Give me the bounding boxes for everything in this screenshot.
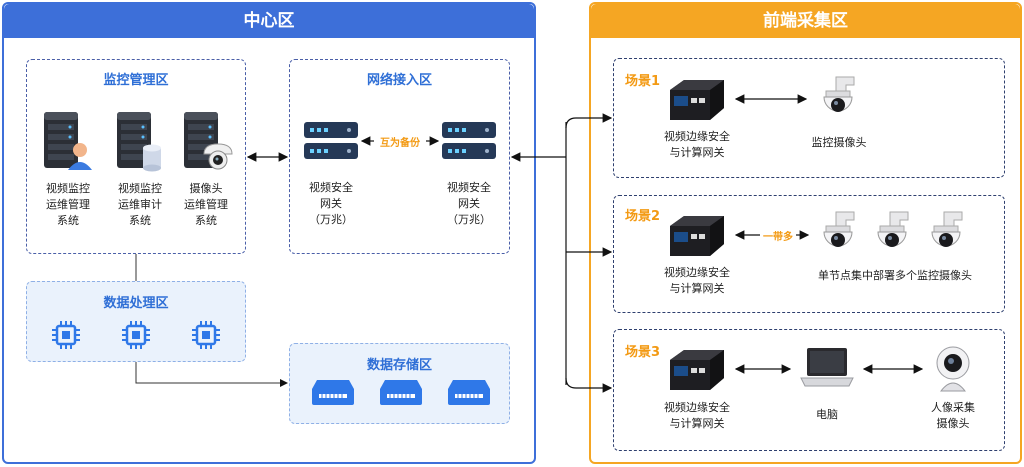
front-zone-title: 前端采集区 — [591, 4, 1020, 38]
scene-3-target-label: 人像采集摄像头 — [931, 401, 975, 430]
scene-2-device-label: 视频边缘安全与计算网关 — [664, 266, 730, 295]
center-zone-panel: 中心区 — [2, 2, 536, 464]
security-gateway-icon-right — [442, 122, 496, 159]
network-zone-title: 网络接入区 — [366, 73, 432, 88]
edge-gateway-icon-3 — [670, 350, 724, 390]
trunk-top-curve — [565, 113, 613, 129]
chip-icon-3 — [192, 321, 220, 349]
front-zone-panel: 前端采集区 — [589, 2, 1022, 464]
scene-2-box — [613, 195, 1005, 313]
scene-2-link-label: 一带多 — [760, 228, 796, 243]
gateway-label-right: 视频安全网关（万兆） — [447, 181, 491, 226]
monitor-system-label-2: 视频监控运维审计系统 — [118, 182, 162, 227]
scene-2-title: 场景2 — [625, 209, 661, 224]
center-zone-title: 中心区 — [4, 4, 534, 38]
chip-icon-1 — [52, 321, 80, 349]
scene-2-target-label: 单节点集中部署多个监控摄像头 — [818, 269, 972, 282]
monitor-system-label-1: 视频监控运维管理系统 — [46, 182, 90, 227]
monitor-zone-title: 监控管理区 — [103, 73, 169, 88]
scene-1-title: 场景1 — [625, 74, 661, 89]
scene-1-target-label: 监控摄像头 — [811, 136, 867, 149]
backup-label: 互为备份 — [374, 134, 426, 149]
dome-camera-icon-s2-3 — [931, 211, 963, 247]
storage-drive-icon-3 — [448, 380, 490, 405]
chip-icon-2 — [122, 321, 150, 349]
storage-drive-icon-2 — [380, 380, 422, 405]
server-camera-icon — [184, 112, 233, 170]
dome-camera-icon-s2-1 — [823, 211, 855, 247]
face-camera-icon — [936, 346, 970, 392]
monitor-zone — [26, 59, 246, 254]
scene-3-mid-label: 电脑 — [816, 408, 838, 421]
security-gateway-icon-left — [304, 122, 358, 159]
edge-gateway-icon-1 — [670, 80, 724, 120]
processing-zone-title: 数据处理区 — [103, 296, 169, 311]
network-zone — [289, 59, 510, 254]
laptop-icon — [800, 348, 854, 387]
scene-1-device-label: 视频边缘安全与计算网关 — [664, 130, 730, 159]
edge-gateway-icon-2 — [670, 216, 724, 256]
processing-storage-link — [135, 362, 288, 387]
gateway-label-left: 视频安全网关（万兆） — [309, 181, 353, 226]
server-user-icon — [44, 112, 92, 170]
server-database-icon — [117, 112, 161, 172]
storage-zone-title: 数据存储区 — [366, 358, 432, 373]
dome-camera-icon-s1 — [823, 76, 855, 112]
scene-3-title: 场景3 — [625, 345, 661, 360]
storage-drive-icon-1 — [312, 380, 354, 405]
dome-camera-icon-s2-2 — [877, 211, 909, 247]
scene-3-device-label: 视频边缘安全与计算网关 — [664, 401, 730, 430]
scene-3-box — [613, 329, 1005, 451]
monitor-system-label-3: 摄像头运维管理系统 — [184, 182, 228, 227]
scene-1-box — [613, 58, 1005, 178]
trunk-bottom-curve — [565, 377, 613, 393]
